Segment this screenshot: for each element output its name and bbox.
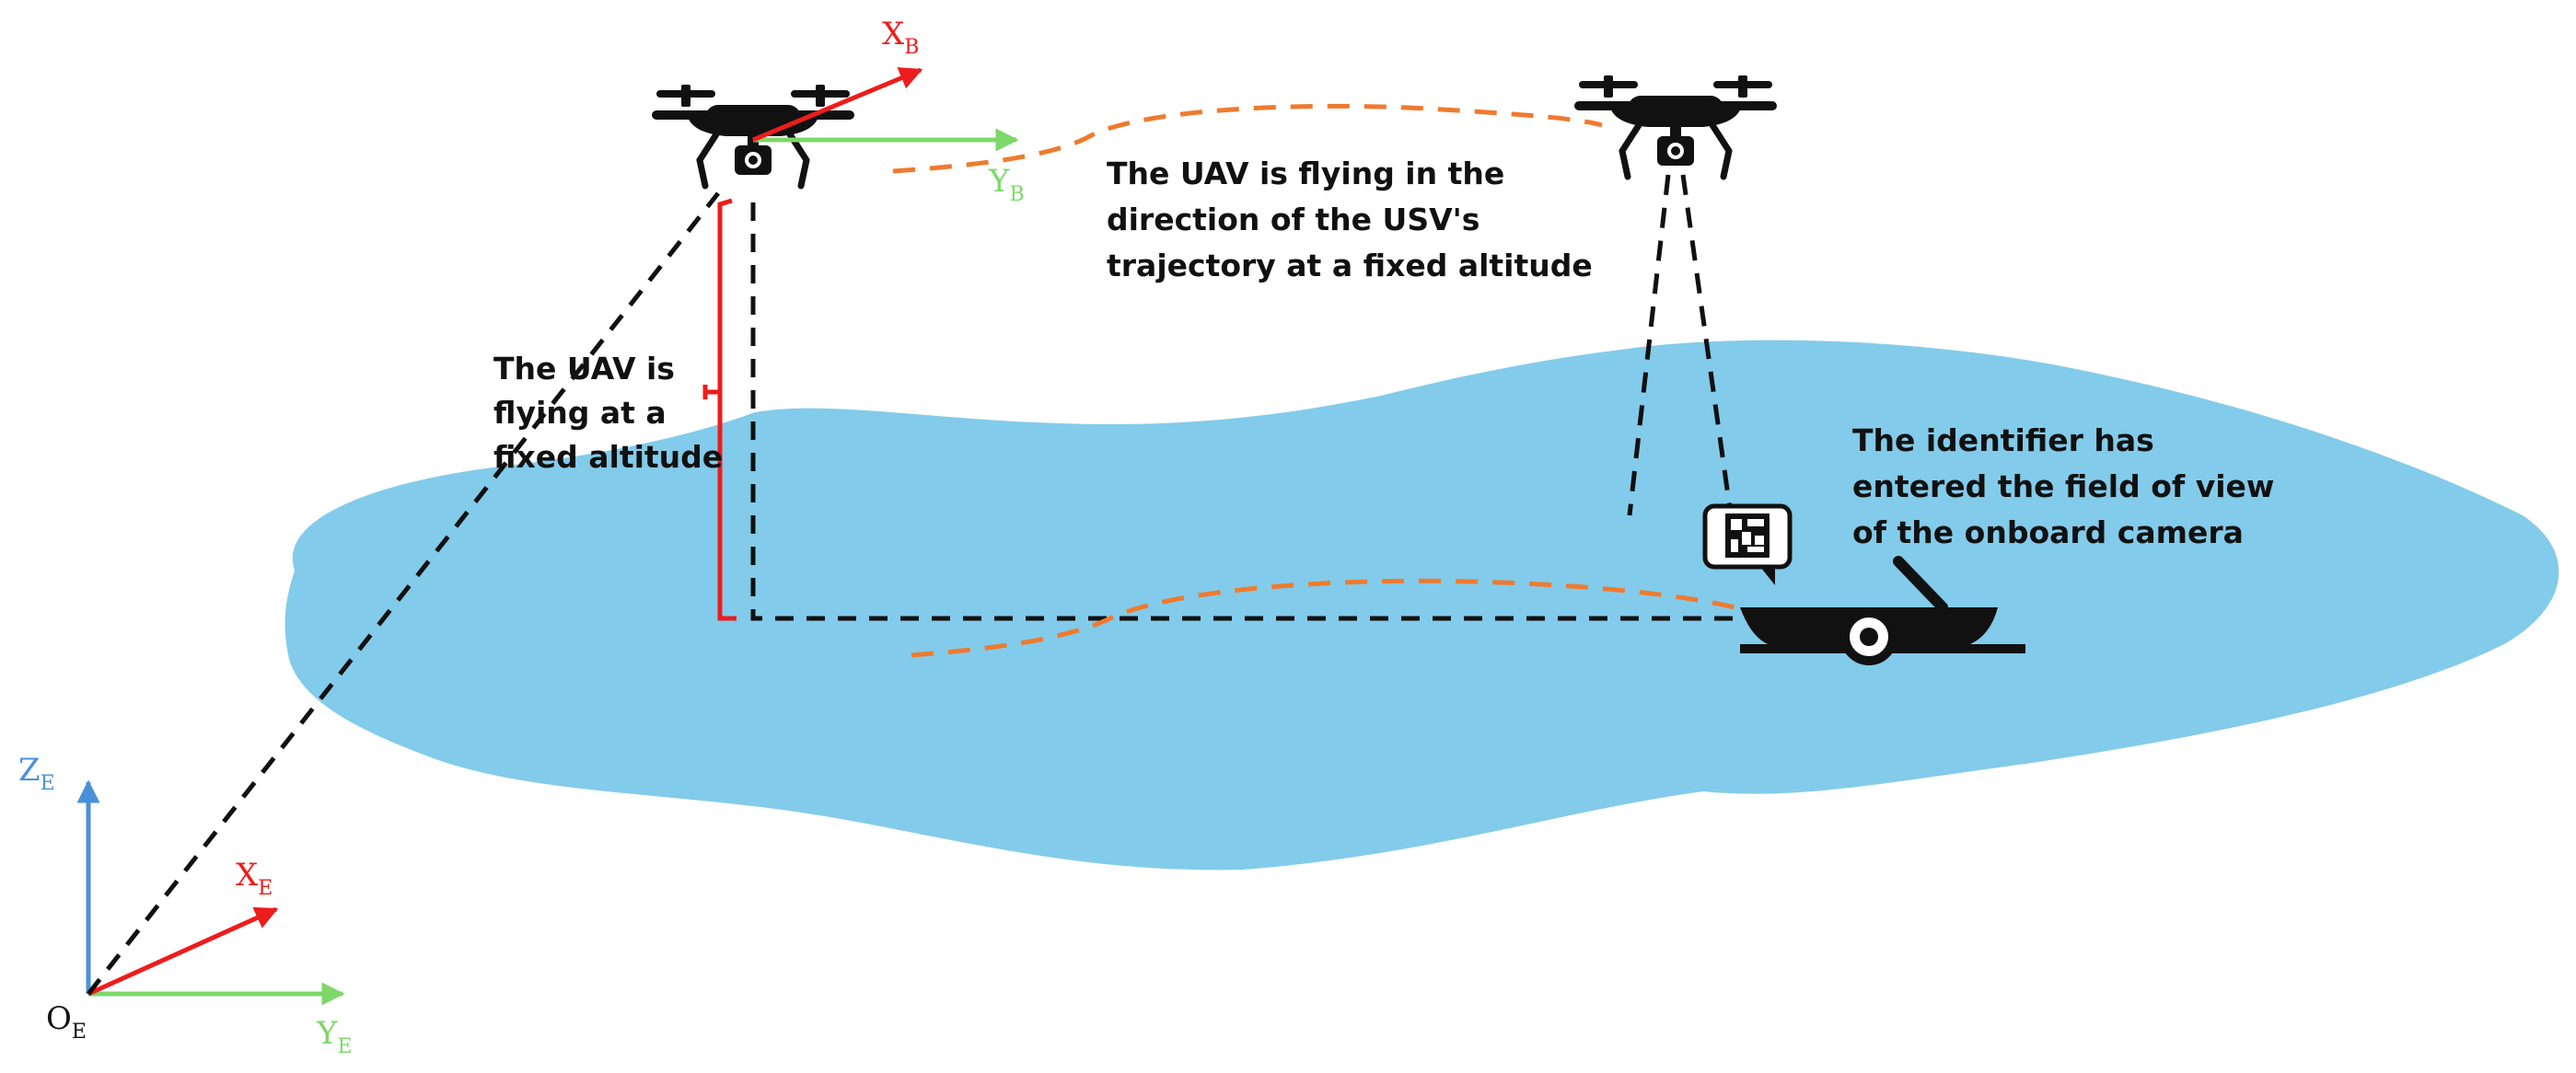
boat-icon	[1740, 556, 2025, 665]
xb-label: XB	[882, 16, 919, 59]
yb-label: YB	[988, 163, 1025, 206]
origin-to-uav-line	[87, 191, 720, 996]
earth-frame	[76, 779, 345, 1006]
xe-label: XE	[236, 857, 273, 900]
xb-axis	[752, 67, 923, 143]
water-body	[284, 340, 2559, 871]
identifier-caption: The identifier has entered the field of …	[1852, 422, 2285, 550]
quadcopter-drone-icon	[652, 85, 854, 186]
ye-label: YE	[316, 1015, 353, 1058]
projection-line	[750, 202, 1740, 621]
body-frame	[752, 67, 1019, 152]
aruco-marker-icon	[1702, 503, 1793, 585]
uav-trajectory	[892, 103, 1603, 174]
oe-label: OE	[46, 1000, 87, 1044]
trajectory-caption: The UAV is flying in the direction of th…	[1107, 156, 1593, 283]
usv-trajectory	[911, 578, 1750, 658]
xe-axis	[87, 906, 279, 997]
altitude-bar	[702, 198, 737, 621]
quadcopter-drone-icon	[1574, 75, 1777, 177]
ze-label: ZE	[18, 752, 55, 795]
camera-fov-lines	[1627, 174, 1734, 516]
altitude-caption: The UAV is flying at a fixed altitude	[493, 351, 723, 475]
